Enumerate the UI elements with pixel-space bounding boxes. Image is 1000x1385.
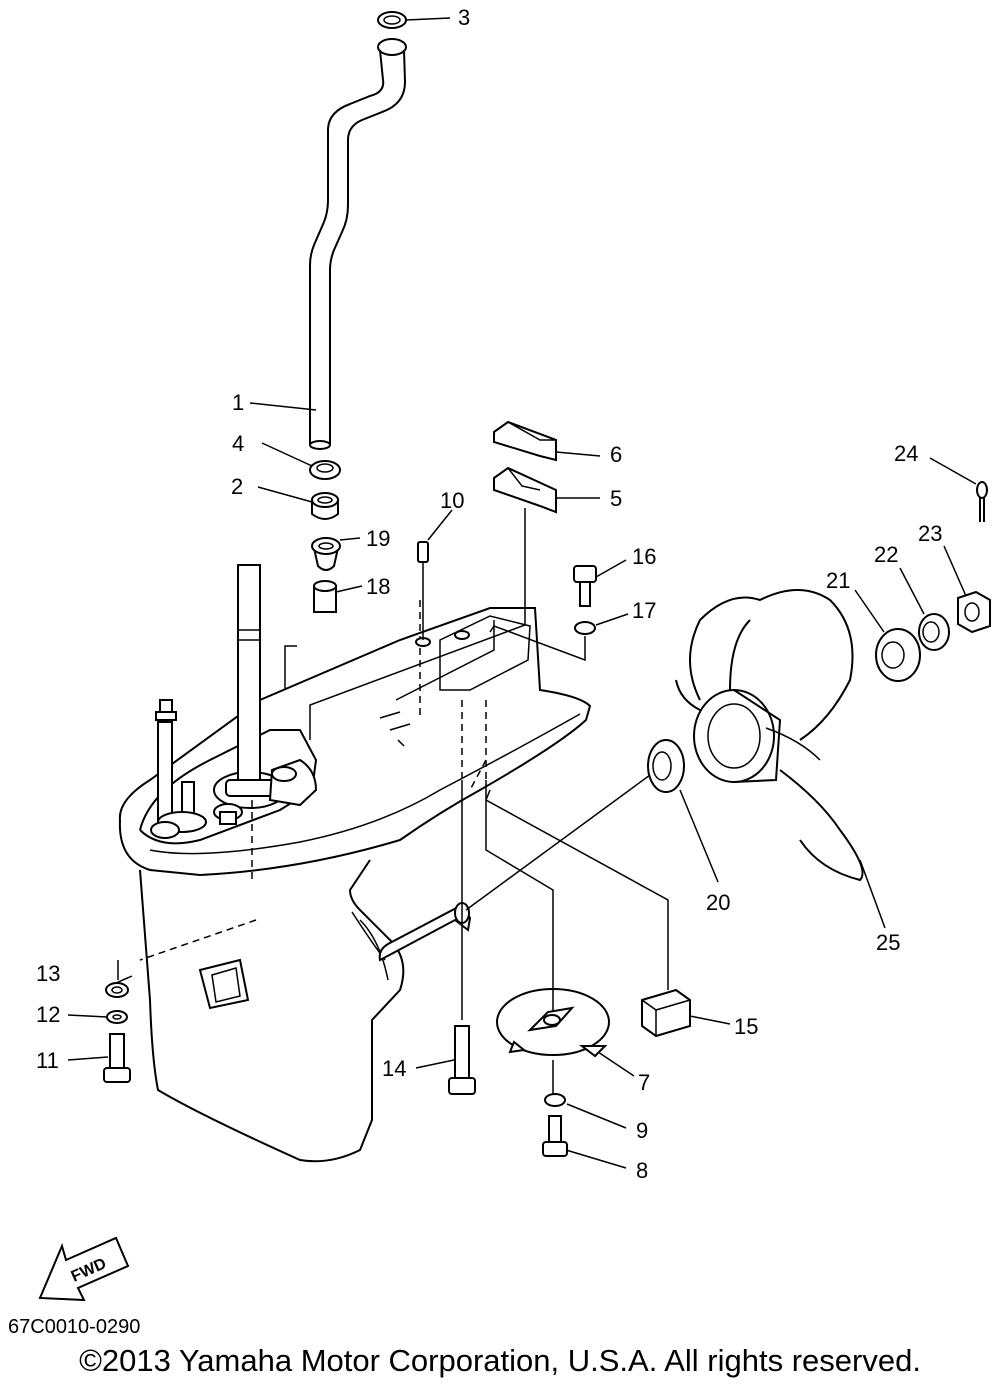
part-6-rubber-seal — [493, 420, 557, 462]
callout-3: 3 — [458, 5, 470, 30]
callout-14: 14 — [382, 1056, 406, 1081]
callout-4: 4 — [232, 431, 244, 456]
part-14-bolt — [448, 1025, 476, 1095]
part-19-grommet — [311, 537, 341, 571]
callout-5: 5 — [610, 486, 622, 511]
part-12-washer — [106, 1010, 128, 1024]
part-7-trim-tab — [496, 988, 610, 1058]
callout-6: 6 — [610, 442, 622, 467]
part-11-bolt — [103, 1033, 131, 1083]
lower-case-housing — [118, 564, 592, 1163]
part-9-washer — [544, 1093, 566, 1107]
part-16-bolt — [573, 565, 597, 607]
part-17-washer — [574, 621, 596, 635]
propeller-shaft — [378, 902, 472, 962]
part-23-nut — [957, 590, 991, 634]
callout-17: 17 — [632, 598, 656, 623]
leader-lines — [67, 17, 977, 1169]
callout-20: 20 — [706, 890, 730, 915]
callout-11: 11 — [36, 1048, 59, 1073]
part-2-seal — [311, 492, 339, 520]
diagram-code: 67C0010-0290 — [8, 1316, 141, 1338]
callout-22: 22 — [874, 542, 898, 567]
part-15-anode — [641, 988, 691, 1038]
part-10-dowel-pin — [417, 541, 429, 563]
part-5-rubber-seal — [493, 466, 557, 514]
callout-10: 10 — [440, 488, 464, 513]
part-4-grommet — [309, 460, 341, 480]
part-24-cotter-pin — [976, 481, 988, 522]
fwd-arrow-icon: FWD — [38, 1236, 130, 1302]
callout-15: 15 — [734, 1014, 758, 1039]
callout-16: 16 — [632, 544, 656, 569]
callout-labels: 1 2 3 4 5 6 7 8 9 10 11 12 13 14 15 16 1… — [36, 5, 942, 1183]
part-3-oring — [377, 11, 407, 29]
callout-8: 8 — [636, 1158, 648, 1183]
part-20-thrust-washer — [647, 739, 685, 793]
callout-9: 9 — [636, 1118, 648, 1143]
part-22-washer — [918, 613, 950, 651]
callout-25: 25 — [876, 930, 900, 955]
callout-2: 2 — [231, 474, 243, 499]
part-18-collar — [313, 580, 337, 613]
callout-7: 7 — [638, 1070, 650, 1095]
part-25-propeller — [675, 589, 864, 882]
callout-19: 19 — [366, 526, 390, 551]
callout-13: 13 — [36, 961, 60, 986]
part-13-washer — [105, 982, 129, 998]
callout-12: 12 — [36, 1002, 60, 1027]
part-8-bolt — [542, 1115, 568, 1157]
callout-23: 23 — [918, 521, 942, 546]
bolt-hole — [454, 630, 470, 640]
part-21-spacer — [875, 628, 921, 682]
callout-21: 21 — [826, 568, 850, 593]
callout-24: 24 — [894, 441, 918, 466]
copyright-notice: ©2013 Yamaha Motor Corporation, U.S.A. A… — [79, 1343, 921, 1378]
part-1-water-tube — [309, 38, 407, 450]
callout-18: 18 — [366, 574, 390, 599]
callout-1: 1 — [232, 390, 244, 415]
